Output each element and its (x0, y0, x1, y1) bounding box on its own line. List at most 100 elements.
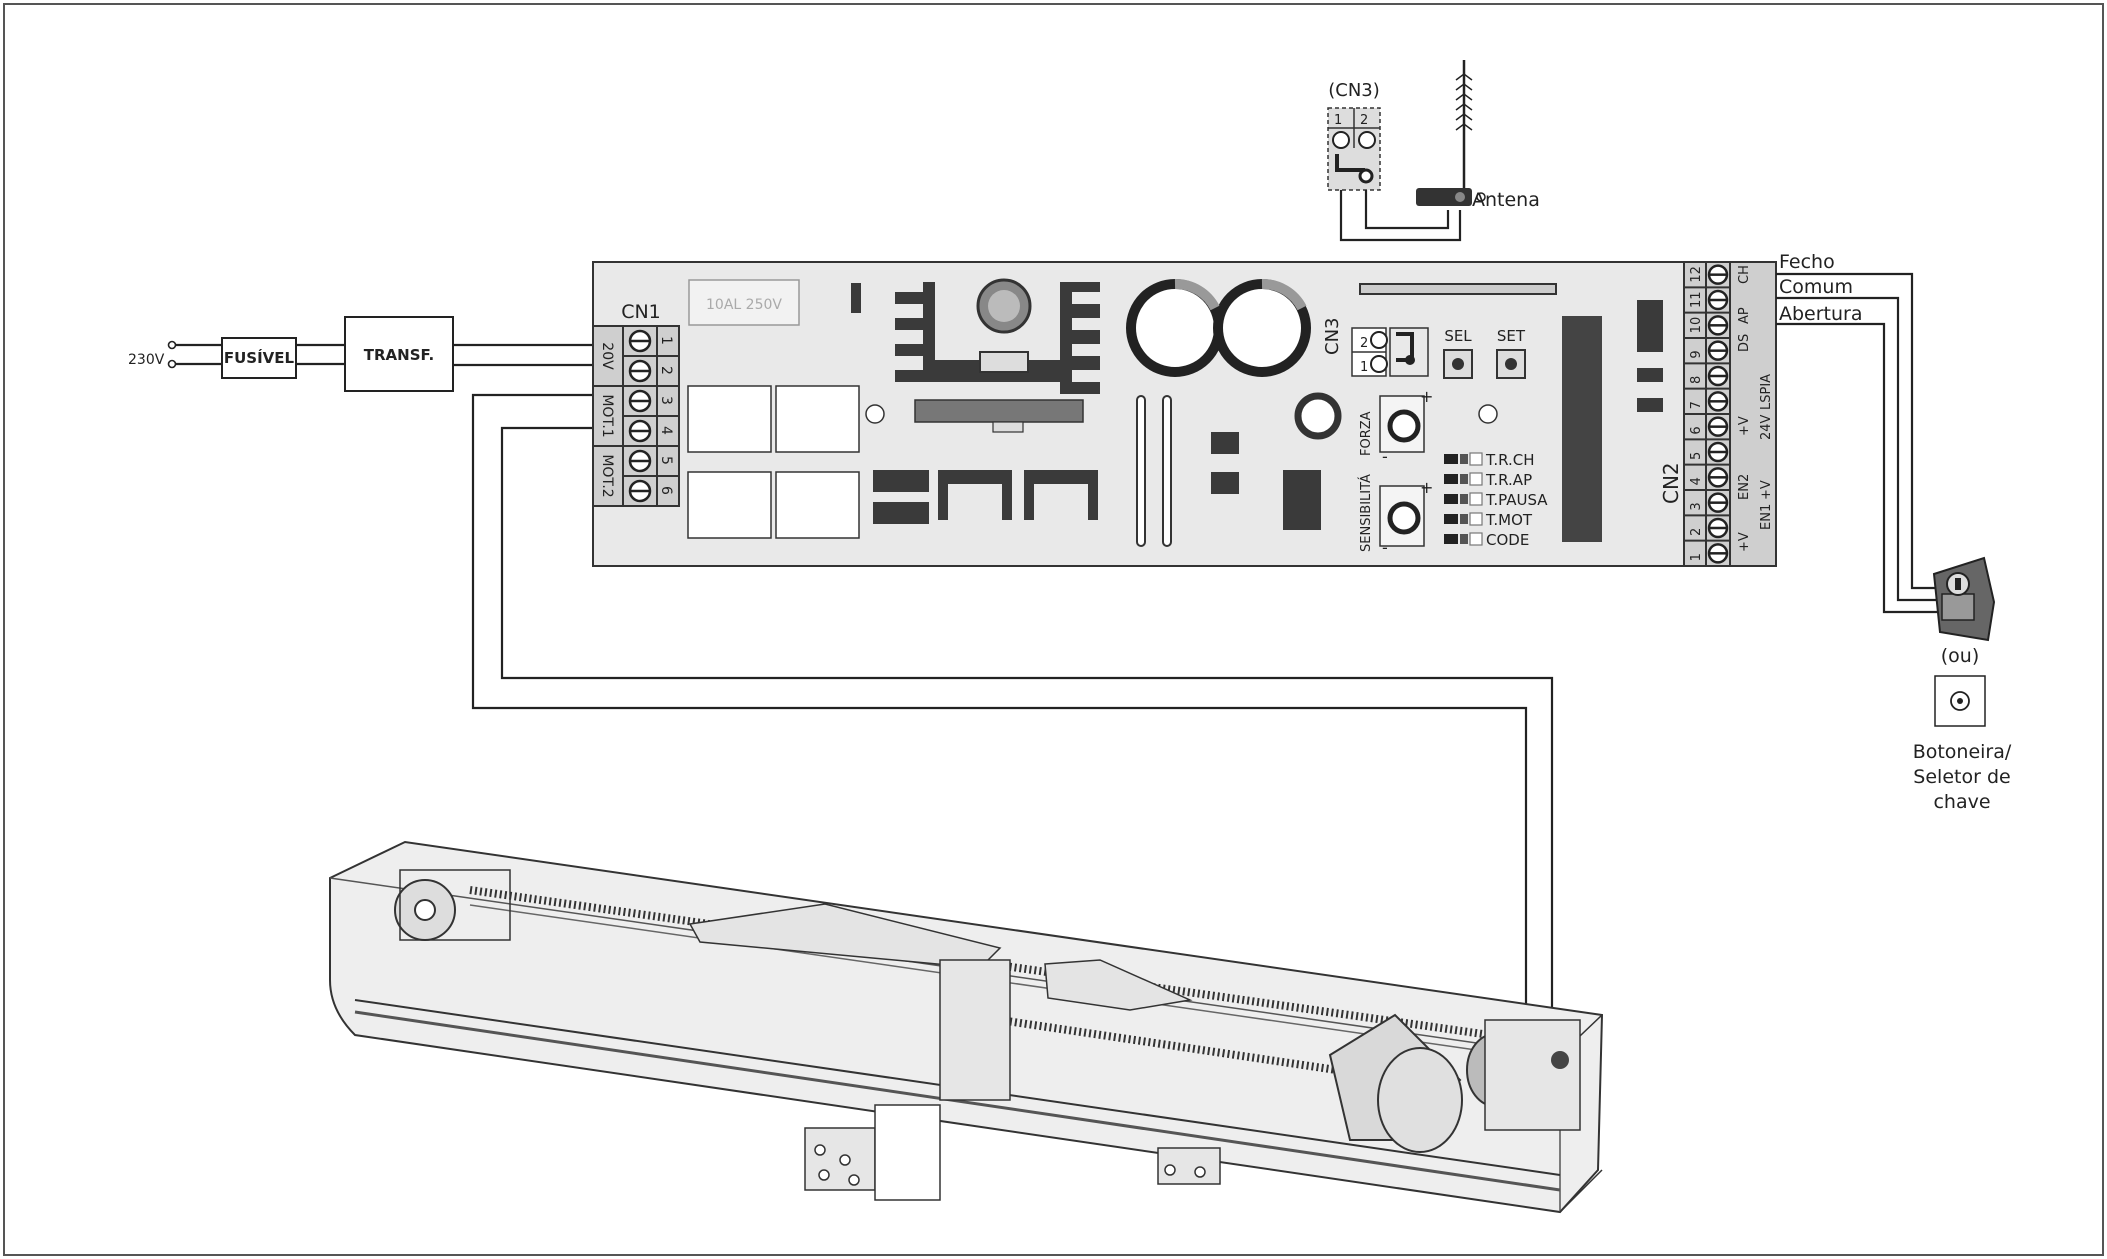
wire-label-abertura: Abertura (1779, 303, 1863, 325)
cn2-pin-1: 1 (1689, 553, 1704, 561)
fuse-box (221, 337, 297, 379)
cn2-signal-9: CH (1737, 265, 1752, 284)
cn2-pin-2: 2 (1689, 528, 1704, 536)
led-1 (1469, 472, 1483, 486)
door-operator-housing (329, 840, 1604, 1214)
cn3-board-pin-1: 1 (1360, 360, 1368, 375)
antenna-pin-2: 2 (1360, 113, 1368, 128)
sensibilita-plus: + (1420, 478, 1433, 497)
cn1-group-mot1: MOT.1 (599, 394, 615, 437)
push-buttons: SEL SET (1443, 327, 1526, 379)
cn2-pin-3: 3 (1689, 502, 1704, 510)
forza-minus: - (1382, 447, 1388, 466)
cn2-pin-5: 5 (1689, 452, 1704, 460)
carriage-plate-2 (1044, 959, 1193, 1011)
cn1-group-mot2: MOT.2 (599, 454, 615, 497)
cn2-signal-1: EN1 (1759, 504, 1774, 530)
cn2-signal-2: EN2 (1737, 474, 1752, 500)
cn1-group-20v: 20V (599, 342, 615, 370)
cn1-pin-1: 1 (658, 336, 674, 345)
cn2-pin-9: 9 (1689, 350, 1704, 358)
carriage-plate-1 (688, 903, 1002, 969)
led-4 (1469, 532, 1483, 546)
led-label-2: T.PAUSA (1485, 491, 1548, 509)
mains-terminal-top (167, 340, 177, 350)
relay-rating-box (688, 279, 800, 326)
sensibilita-minus: - (1382, 538, 1388, 557)
cn2-pin-4: 4 (1689, 477, 1704, 485)
cn2-signal-6: LSPIA (1759, 374, 1774, 410)
motor-end-cap (1484, 1019, 1581, 1131)
motor-cables (471, 393, 1554, 1020)
cn2-signal-7: DS (1737, 334, 1752, 352)
cn1-pin-3: 3 (658, 396, 674, 405)
cn3-board-pin-2: 2 (1360, 336, 1368, 351)
wire-label-comum: Comum (1779, 276, 1853, 298)
mains-terminal-bottom (167, 359, 177, 369)
transformer-label: TRANSF. (364, 346, 435, 364)
buzzer (1294, 392, 1342, 440)
mains-voltage-label: 230V (128, 352, 165, 368)
cn1-terminal-block: CN1 20V MOT.1 MOT.2 1 2 3 4 5 6 (592, 301, 680, 507)
fuse-label: FUSÍVEL (224, 348, 295, 367)
cn2-pin-8: 8 (1689, 376, 1704, 384)
selector-label-line-2: Seletor de (1913, 766, 2010, 788)
cn1-pin-4: 4 (658, 426, 674, 435)
transformer-box (344, 316, 454, 392)
relay-group (687, 385, 885, 539)
led-0 (1469, 452, 1483, 466)
cn2-pin-12: 12 (1689, 266, 1704, 283)
antenna-assembly: (CN3) 1 2 Antena (1327, 60, 1540, 242)
cn2-signal-0: +V (1737, 532, 1752, 552)
cn2-signal-5: +V (1737, 416, 1752, 436)
cn1-pin-6: 6 (658, 486, 674, 495)
carriage-bracket (939, 959, 1011, 1101)
cn3-board-title: CN3 (1322, 318, 1343, 356)
small-components (873, 283, 1663, 547)
set-label: SET (1497, 327, 1526, 345)
cn2-pin-10: 10 (1689, 317, 1704, 334)
sensibilita-trimmer[interactable] (1387, 501, 1421, 535)
sensibilita-label: SENSIBILITÁ (1358, 474, 1374, 552)
cn2-title: CN2 (1659, 462, 1683, 504)
mains-supply: 230V FUSÍVEL TRANSF. (128, 316, 593, 392)
led-label-1: T.R.AP (1485, 471, 1532, 489)
push-button-box[interactable] (1934, 675, 1986, 727)
antenna-label: Antena (1472, 189, 1540, 211)
trimmers: FORZA + - SENSIBILITÁ + - (1358, 387, 1433, 557)
selector-wiring: Fecho Comum Abertura (ou) Botoneira/ Sel… (1776, 251, 2012, 813)
led-indicators: T.R.CH T.R.AP T.PAUSA T.MOT CODE (1444, 451, 1548, 549)
led-label-3: T.MOT (1485, 511, 1533, 529)
small-diode (851, 283, 861, 313)
antenna-cn3-title: (CN3) (1328, 80, 1380, 101)
cn1-pin-2: 2 (658, 366, 674, 375)
cn1-title: CN1 (621, 301, 661, 323)
cn2-pin-7: 7 (1689, 401, 1704, 409)
wire-label-fecho: Fecho (1779, 251, 1835, 273)
led-label-4: CODE (1486, 531, 1529, 549)
cn2-pin-11: 11 (1689, 291, 1704, 308)
sel-label: SEL (1444, 327, 1472, 345)
selector-label-line-3: chave (1933, 791, 1990, 813)
forza-trimmer[interactable] (1387, 409, 1421, 443)
heatsink (895, 278, 1100, 433)
led-label-0: T.R.CH (1485, 451, 1535, 469)
or-label: (ou) (1941, 645, 1980, 667)
forza-label: FORZA (1359, 411, 1374, 456)
cn2-signal-8: AP (1737, 307, 1752, 324)
cn2-pin-6: 6 (1689, 426, 1704, 434)
selector-label-line-1: Botoneira/ (1913, 741, 2012, 763)
antenna-pin-1: 1 (1334, 113, 1342, 128)
led-3 (1469, 512, 1483, 526)
led-2 (1469, 492, 1483, 506)
relay-rating-label: 10AL 250V (706, 297, 782, 313)
cn2-signal-4: 24V (1759, 414, 1774, 440)
cn3-board-connector: CN3 2 1 (1322, 318, 1429, 377)
forza-plus: + (1420, 387, 1433, 406)
cn2-signal-3: +V (1759, 480, 1774, 500)
cn1-pin-5: 5 (658, 456, 674, 465)
